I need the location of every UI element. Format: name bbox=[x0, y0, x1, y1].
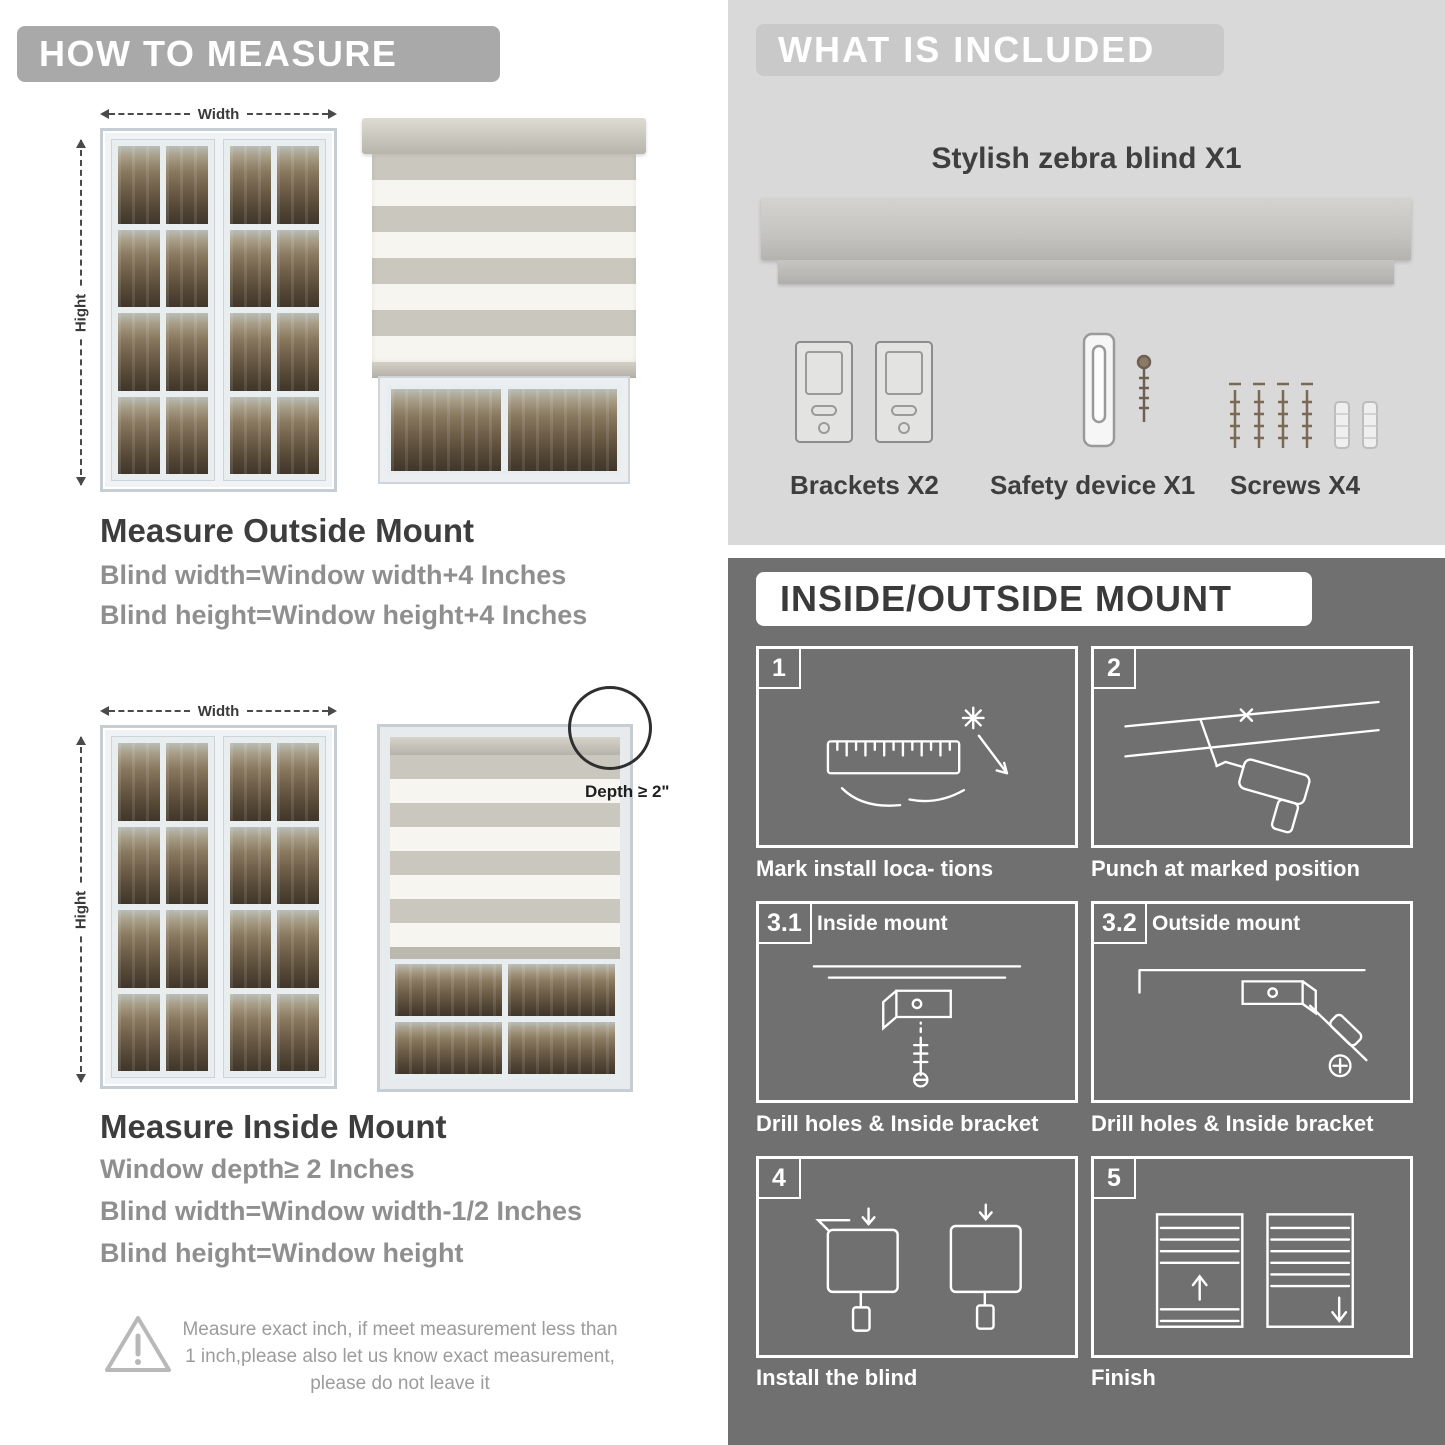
step-3-2-caption: Drill holes & Inside bracket bbox=[1091, 1111, 1374, 1136]
measurement-note: Measure exact inch, if meet measurement … bbox=[182, 1319, 618, 1394]
width-arrow-outside: Width bbox=[100, 105, 338, 123]
blind-stripes bbox=[390, 755, 620, 947]
mount-instructions-panel: INSIDE/OUTSIDE MOUNT 1 Mark install loca… bbox=[728, 558, 1445, 1445]
step-5-illustration bbox=[1094, 1189, 1410, 1355]
blind-stripes bbox=[372, 154, 636, 362]
step-4-caption: Install the blind bbox=[756, 1365, 918, 1390]
outside-formula-width: Blind width=Window width+4 Inches bbox=[100, 560, 567, 590]
window-below-blind bbox=[378, 376, 630, 484]
zebra-blind-outside-mount bbox=[362, 118, 646, 484]
step-2-illustration bbox=[1094, 679, 1410, 845]
blind-bottom-rail bbox=[390, 947, 620, 959]
arrow-down-icon bbox=[76, 1074, 86, 1083]
what-is-included-title: WHAT IS INCLUDED bbox=[778, 29, 1156, 70]
step-number: 1 bbox=[759, 649, 801, 689]
step-number: 4 bbox=[759, 1159, 801, 1199]
height-arrow-outside: Hight bbox=[70, 139, 92, 486]
depth-label: Depth ≥ 2" bbox=[585, 782, 670, 801]
arrow-left-icon bbox=[100, 706, 109, 716]
step-box-3-2: 3.2 Outside mount bbox=[1091, 901, 1413, 1103]
mount-header: INSIDE/OUTSIDE MOUNT bbox=[756, 572, 1312, 626]
arrow-down-icon bbox=[76, 477, 86, 486]
step-box-1: 1 bbox=[756, 646, 1078, 848]
height-label: Hight bbox=[70, 884, 92, 935]
inside-formula-height: Blind height=Window height bbox=[100, 1238, 464, 1268]
step-box-3-1: 3.1 Inside mount bbox=[756, 901, 1078, 1103]
step-box-4: 4 bbox=[756, 1156, 1078, 1358]
blind-headrail-illustration bbox=[761, 198, 1411, 260]
blind-product-label: Stylish zebra blind X1 bbox=[931, 142, 1242, 175]
what-is-included-header: WHAT IS INCLUDED bbox=[756, 24, 1224, 76]
arrow-right-icon bbox=[328, 706, 338, 716]
measure-outside-mount-title: Measure Outside Mount bbox=[100, 512, 475, 549]
width-arrow-inside: Width bbox=[100, 702, 338, 720]
zebra-blind-inside-mount bbox=[377, 724, 633, 1092]
step-2-caption: Punch at marked position bbox=[1091, 856, 1360, 881]
measure-inside-mount-title: Measure Inside Mount bbox=[100, 1108, 447, 1145]
step-4-illustration bbox=[759, 1189, 1075, 1355]
brackets-label: Brackets X2 bbox=[790, 470, 939, 500]
arrow-up-icon bbox=[76, 736, 86, 745]
width-label: Width bbox=[197, 702, 240, 720]
window-below-blind bbox=[390, 959, 620, 1079]
step-1-illustration bbox=[759, 679, 1075, 845]
step-3-1-illustration bbox=[759, 934, 1075, 1100]
safety-device-icon bbox=[1064, 330, 1174, 461]
inside-depth-line: Window depth≥ 2 Inches bbox=[100, 1154, 415, 1184]
step-3-2-title: Outside mount bbox=[1152, 912, 1301, 935]
window-illustration-inside bbox=[100, 725, 337, 1089]
screws-icons bbox=[1223, 372, 1393, 465]
blind-cassette bbox=[390, 737, 620, 755]
blind-bottom-rail bbox=[372, 362, 636, 378]
how-to-measure-header: HOW TO MEASURE bbox=[17, 26, 500, 82]
how-to-measure-title: HOW TO MEASURE bbox=[39, 33, 398, 74]
step-1-caption: Mark install loca- tions bbox=[756, 856, 994, 881]
mount-header-title: INSIDE/OUTSIDE MOUNT bbox=[780, 578, 1233, 619]
arrow-right-icon bbox=[328, 109, 338, 119]
height-label: Hight bbox=[70, 287, 92, 338]
arrow-up-icon bbox=[76, 139, 86, 148]
step-number: 3.2 bbox=[1094, 904, 1147, 944]
step-box-5: 5 bbox=[1091, 1156, 1413, 1358]
step-3-2-illustration bbox=[1094, 934, 1410, 1100]
what-is-included-panel: WHAT IS INCLUDED Stylish zebra blind X1 bbox=[728, 0, 1445, 545]
outside-formula-height: Blind height=Window height+4 Inches bbox=[100, 600, 588, 630]
step-3-1-title: Inside mount bbox=[817, 912, 948, 935]
blind-headrail-valance bbox=[778, 260, 1394, 284]
brackets-icons bbox=[790, 336, 940, 461]
step-number: 5 bbox=[1094, 1159, 1136, 1199]
step-number: 2 bbox=[1094, 649, 1136, 689]
screws-label: Screws X4 bbox=[1230, 470, 1361, 500]
step-5-caption: Finish bbox=[1091, 1365, 1156, 1390]
step-number: 3.1 bbox=[759, 904, 812, 944]
blind-cassette bbox=[362, 118, 646, 154]
depth-zoom-circle bbox=[568, 686, 652, 770]
safety-device-label: Safety device X1 bbox=[990, 470, 1196, 500]
window-illustration-outside bbox=[100, 128, 337, 492]
warning-triangle-icon bbox=[103, 1312, 173, 1381]
arrow-left-icon bbox=[100, 109, 109, 119]
inside-formula-width: Blind width=Window width-1/2 Inches bbox=[100, 1196, 583, 1226]
step-3-1-caption: Drill holes & Inside bracket bbox=[756, 1111, 1039, 1136]
step-box-2: 2 bbox=[1091, 646, 1413, 848]
height-arrow-inside: Hight bbox=[70, 736, 92, 1083]
width-label: Width bbox=[197, 105, 240, 123]
